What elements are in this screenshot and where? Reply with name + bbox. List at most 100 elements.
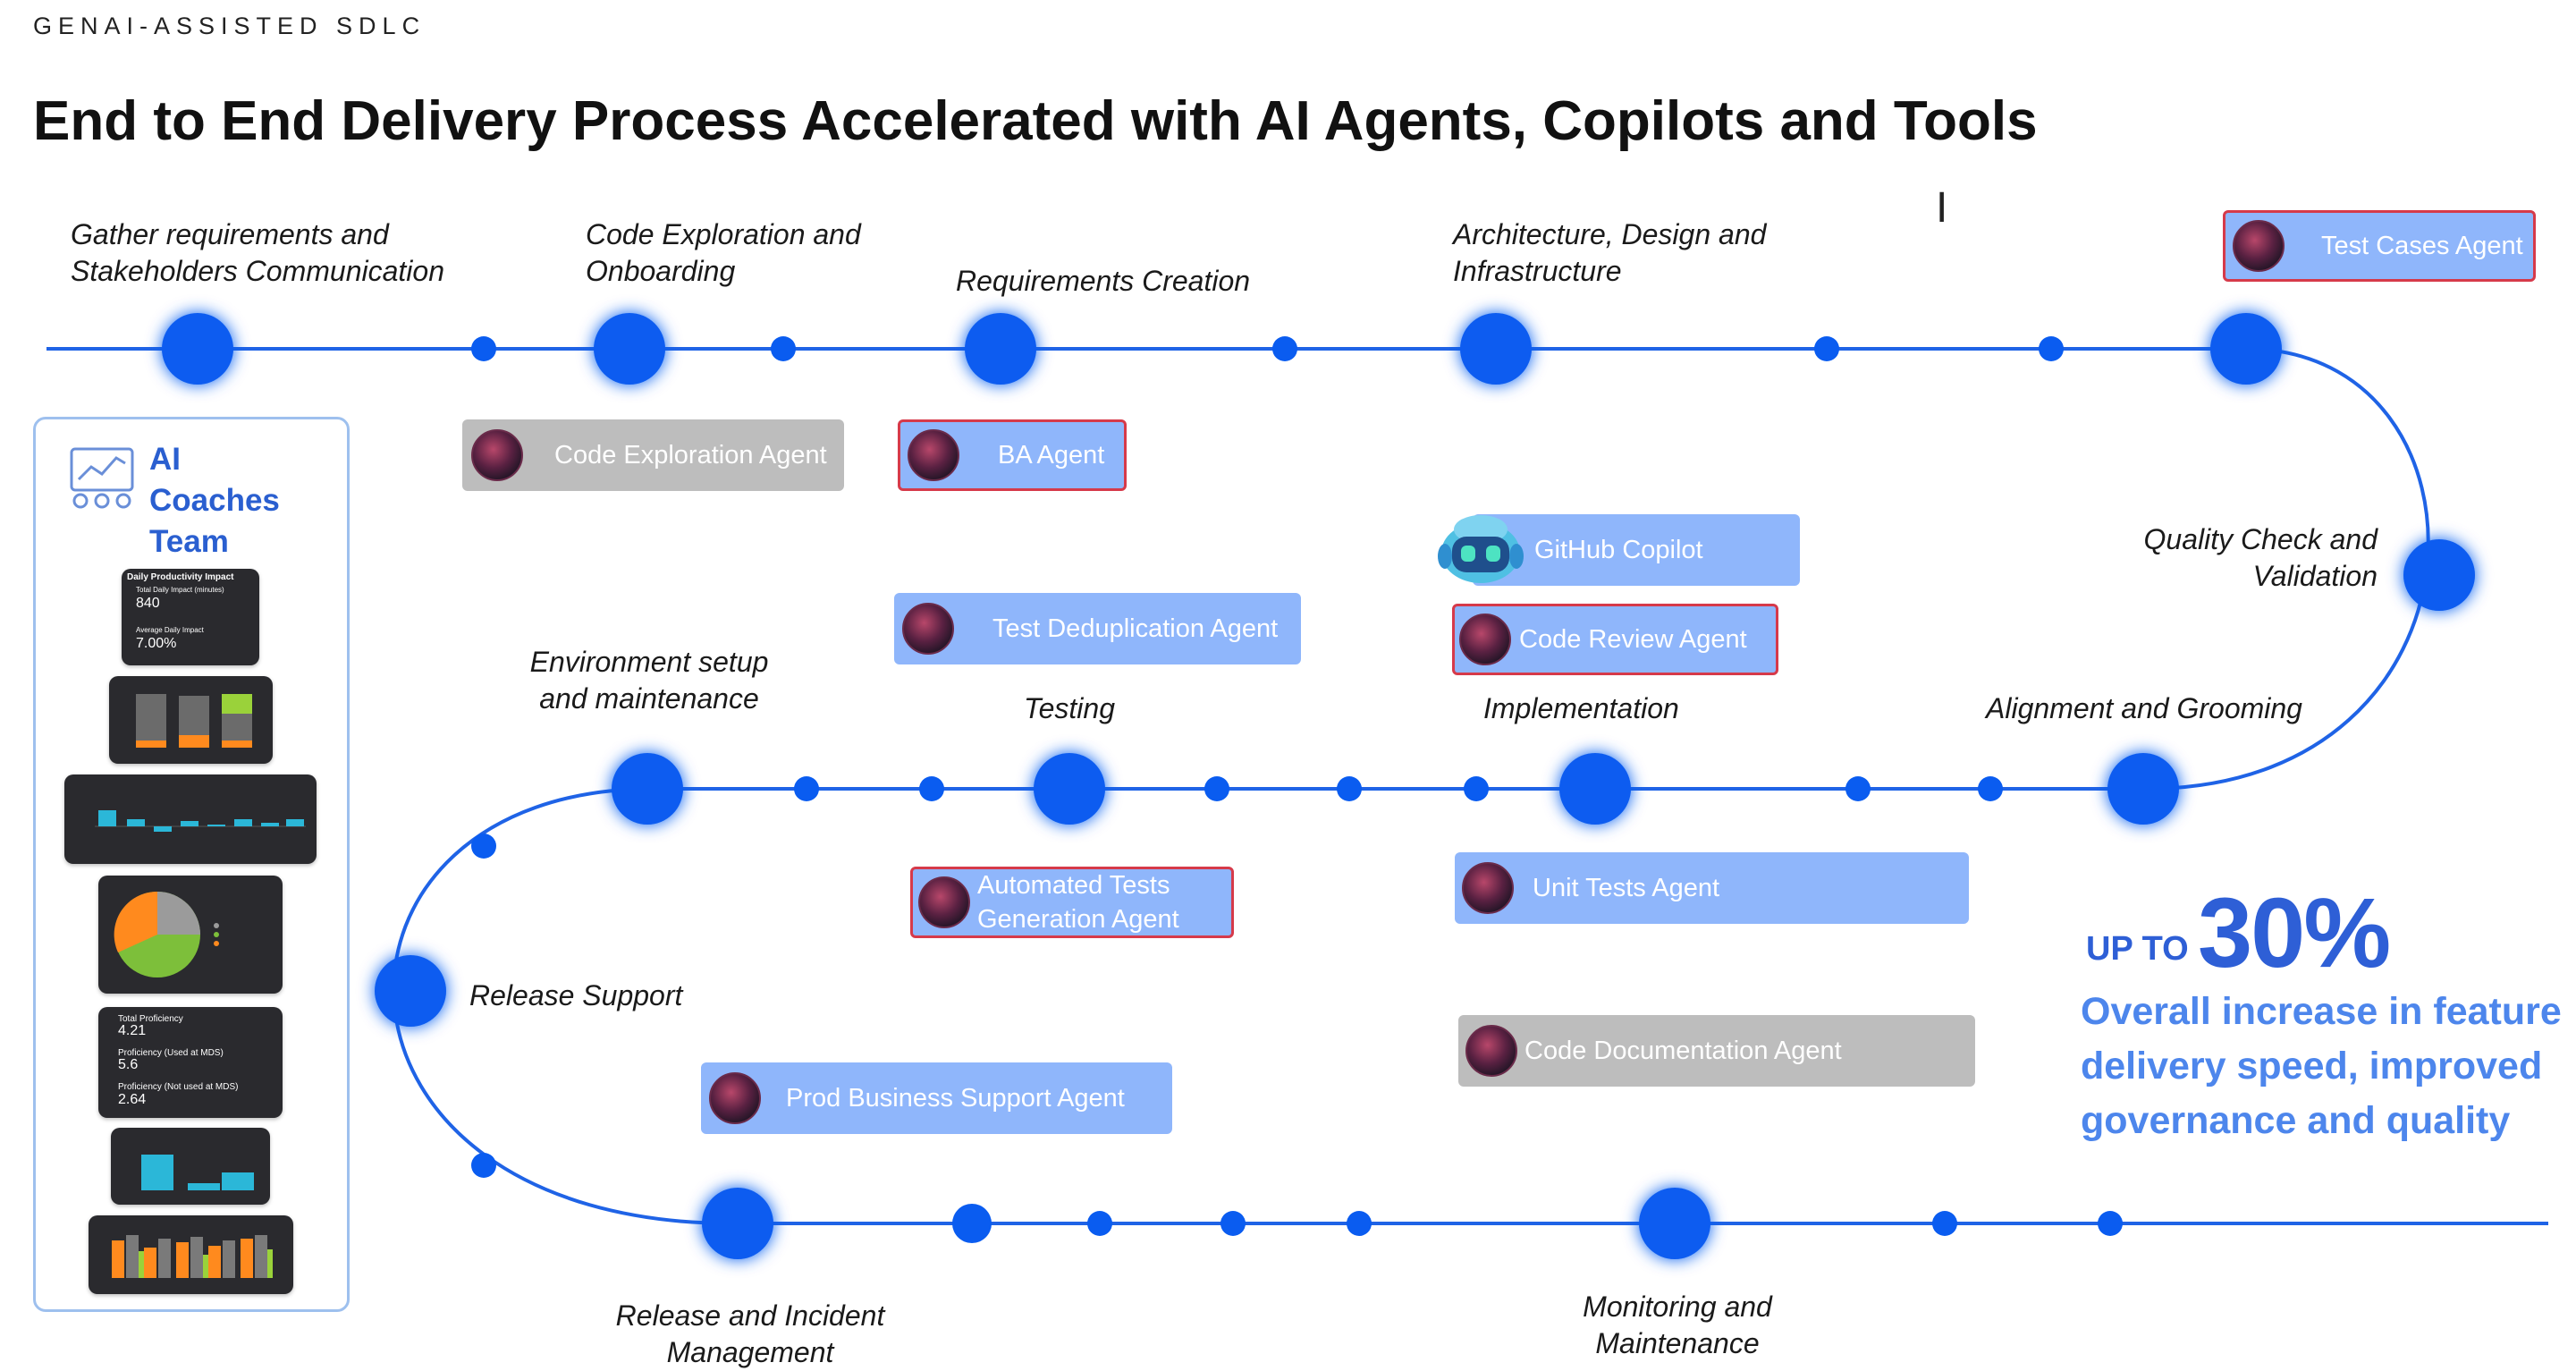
stat-prefix: UP TO [2086,930,2189,968]
code-documentation-agent[interactable]: Code Documentation Agent [1458,1015,1975,1087]
path-dot [1845,776,1871,801]
ba-agent[interactable]: BA Agent [898,419,1127,491]
path-dot [1932,1211,1957,1236]
test-cases-agent[interactable]: Test Cases Agent [2223,210,2536,282]
agent-label: Unit Tests Agent [1533,873,1720,902]
path-dot [1337,776,1362,801]
code-review-agent[interactable]: Code Review Agent [1452,604,1778,675]
small-bar-mini-chart [141,1155,254,1190]
agent-avatar-icon [1459,614,1511,665]
path-dot [1347,1211,1372,1236]
pie-chart-thumbnail [98,876,283,994]
agent-avatar-icon [918,876,970,928]
test-deduplication-agent[interactable]: Test Deduplication Agent [894,593,1301,664]
grouped-bar-mini-chart [112,1235,273,1278]
small-bar-thumbnail [111,1128,270,1205]
thumb-label: Total Daily Impact (minutes) [136,586,224,594]
agent-avatar-icon [1465,1025,1517,1077]
path-dot [471,834,496,859]
text-cursor-icon: I [1936,184,1948,232]
path-dot [1220,1211,1246,1236]
stage-environment-setup: Environment setup and maintenance [529,646,769,715]
milestone-node [2403,539,2475,611]
agent-label: Code Review Agent [1519,624,1747,654]
milestone-node [965,313,1036,385]
stage-requirements-creation: Requirements Creation [956,265,1251,297]
agent-avatar-icon [902,603,954,655]
milestone-node [612,753,683,825]
coaches-title: AI Coaches Team [149,442,280,559]
path-dot [2039,336,2064,361]
prod-business-support-agent[interactable]: Prod Business Support Agent [701,1062,1172,1134]
thumb-value: 840 [136,596,160,611]
agent-label: Test Deduplication Agent [992,614,1279,643]
agent-avatar-icon [1462,862,1514,914]
milestone-node [594,313,665,385]
pie-mini-chart [114,891,219,977]
thumb-heading: Daily Productivity Impact [127,572,234,582]
automated-tests-agent[interactable]: Automated Tests Generation Agent [910,867,1234,938]
milestone-node [2210,313,2282,385]
thumb-value: 4.21 [118,1023,147,1038]
agent-label: Code Exploration Agent [554,440,827,470]
thumb-value: 7.00% [136,636,177,651]
milestone-node [375,955,446,1027]
agent-label: BA Agent [998,440,1105,470]
agent-label: Automated Tests Generation Agent [977,871,1179,934]
thumb-value: 2.64 [118,1092,147,1107]
path-dot [1978,776,2003,801]
milestone-node [702,1188,773,1259]
stage-release-support: Release Support [469,979,683,1011]
milestone-node [1034,753,1105,825]
milestone-node [1460,313,1532,385]
grouped-bar-thumbnail [89,1215,293,1294]
agent-label: GitHub Copilot [1534,535,1703,564]
stage-release-incident: Release and Incident Management [615,1299,885,1368]
column-mini-chart [95,810,306,832]
agent-avatar-icon [709,1072,761,1124]
milestone-node [1559,753,1631,825]
eyebrow: GENAI-ASSISTED SDLC [33,13,427,39]
agent-avatar-icon [2233,220,2285,272]
path-dot [1814,336,1839,361]
code-exploration-agent[interactable]: Code Exploration Agent [462,419,844,491]
stage-quality-check: Quality Check and Validation [2143,523,2378,592]
stage-monitoring: Monitoring and Maintenance [1583,1291,1772,1359]
stat-description: Overall increase in feature delivery spe… [2081,990,2562,1142]
agent-avatar-icon [908,429,959,481]
stacked-bar-thumbnail [109,676,273,764]
path-dot [1464,776,1489,801]
thumb-label: Proficiency (Used at MDS) [118,1048,224,1058]
path-dot [1272,336,1297,361]
path-dot [771,336,796,361]
proficiency-thumbnail: Total Proficiency 4.21 Proficiency (Used… [98,1007,283,1118]
agent-label: Test Cases Agent [2321,231,2523,260]
path-dot [794,776,819,801]
stage-testing: Testing [1024,692,1115,724]
thumb-label: Proficiency (Not used at MDS) [118,1082,239,1092]
path-dot [1204,776,1229,801]
agent-label: Prod Business Support Agent [786,1083,1125,1113]
agent-avatar-icon [471,429,523,481]
stat-value: 30% [2198,878,2391,988]
team-dashboard-icon [70,447,134,509]
path-dot [919,776,944,801]
path-dot [1087,1211,1112,1236]
github-copilot[interactable]: GitHub Copilot [1473,514,1800,586]
copilot-icon [1438,515,1524,583]
daily-impact-thumbnail [64,774,317,864]
unit-tests-agent[interactable]: Unit Tests Agent [1455,852,1969,924]
milestone-node [162,313,233,385]
stage-architecture: Architecture, Design and Infrastructure [1453,218,1767,287]
thumb-value: 5.6 [118,1057,139,1072]
stacked-bar-mini-chart [136,694,252,748]
stage-gather-requirements: Gather requirements and Stakeholders Com… [71,218,444,287]
path-dot [471,336,496,361]
thumb-label: Average Daily Impact [136,626,204,634]
path-dot [471,1153,496,1178]
stage-alignment: Alignment and Grooming [1986,692,2302,724]
daily-productivity-thumbnail: Daily Productivity Impact Total Daily Im… [122,569,259,665]
page-title: End to End Delivery Process Accelerated … [33,90,2038,152]
milestone-node [2107,753,2179,825]
